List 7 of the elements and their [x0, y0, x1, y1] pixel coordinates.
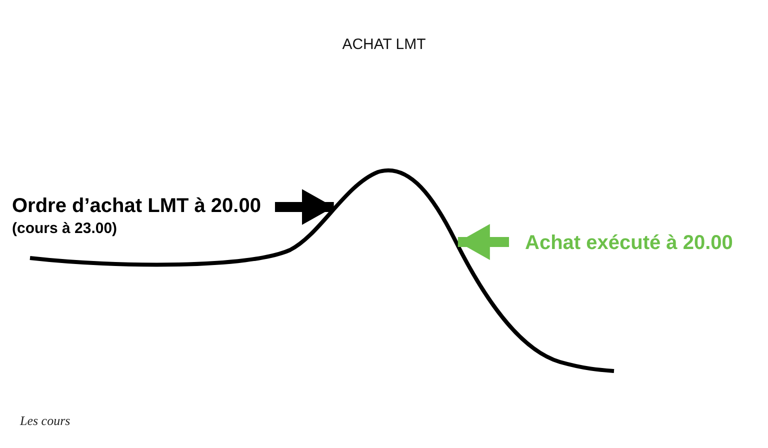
- arrow: [274, 189, 334, 225]
- diagram-title: ACHAT LMT: [341, 36, 427, 53]
- callout-text: Ordre d’achat LMT à 20.00: [12, 194, 261, 219]
- callout-note: (cours à 23.00): [12, 219, 118, 238]
- arrow: [458, 224, 509, 260]
- caption: Les cours: [20, 413, 70, 429]
- callout-text: Achat exécuté à 20.00: [525, 231, 733, 256]
